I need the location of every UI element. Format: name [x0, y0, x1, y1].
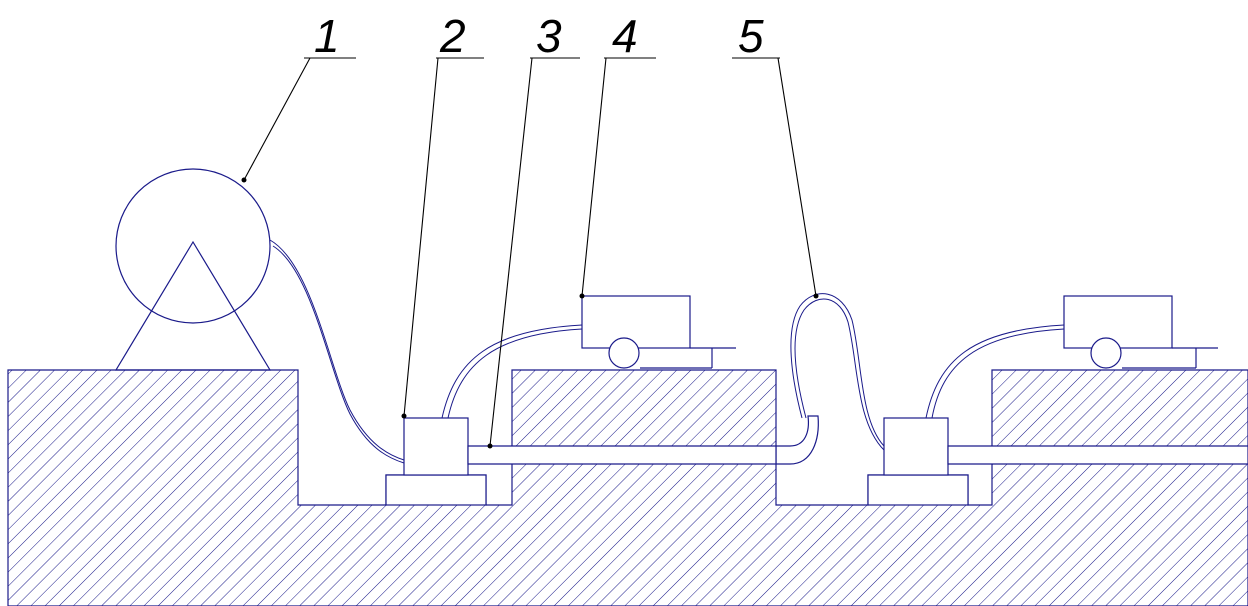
callout-5: 5 — [732, 10, 819, 299]
callout-4-number: 4 — [612, 10, 638, 62]
hose-to-cart2 — [925, 324, 1065, 419]
cable-from-reel — [269, 239, 405, 461]
callout-3-number: 3 — [536, 10, 562, 62]
cable-from-reel-inner — [272, 245, 405, 464]
ground-hatched — [7, 369, 1248, 606]
callout-5-leader — [777, 57, 817, 297]
cable-loop — [790, 293, 885, 447]
cart2-wheel — [1090, 337, 1122, 369]
pit1-block — [403, 417, 469, 476]
callout-3-dot — [487, 443, 493, 449]
callout-3-leader — [489, 57, 533, 447]
hose-to-cart2-inner — [931, 328, 1065, 419]
callout-5-number: 5 — [738, 10, 764, 62]
reel-stand — [114, 240, 272, 371]
callout-2: 2 — [401, 10, 484, 419]
callout-1-leader — [243, 57, 311, 181]
callout-3: 3 — [487, 10, 580, 449]
callout-2-dot — [401, 413, 407, 419]
pipe-right — [947, 445, 1248, 465]
cart1-wheel — [608, 337, 640, 369]
cart1-body — [581, 295, 691, 349]
callout-2-number: 2 — [439, 10, 466, 62]
callout-4-leader — [581, 57, 607, 297]
pit1-base — [385, 474, 487, 506]
pit2-block — [883, 417, 949, 476]
cart2-body — [1063, 295, 1173, 349]
pit2-base — [867, 474, 969, 506]
pipe-main — [467, 445, 777, 465]
callout-2-leader — [403, 57, 439, 417]
pipe-bend — [776, 415, 819, 465]
callout-1: 1 — [241, 10, 356, 183]
hose-to-cart1-inner — [447, 328, 583, 419]
callout-4: 4 — [579, 10, 656, 299]
callout-1-dot — [241, 177, 247, 183]
cable-loop-inner — [794, 298, 885, 451]
callout-1-number: 1 — [314, 10, 340, 62]
hose-to-cart1 — [441, 324, 583, 419]
cable-reel — [115, 168, 271, 324]
callout-5-dot — [813, 293, 819, 299]
callout-4-dot — [579, 293, 585, 299]
